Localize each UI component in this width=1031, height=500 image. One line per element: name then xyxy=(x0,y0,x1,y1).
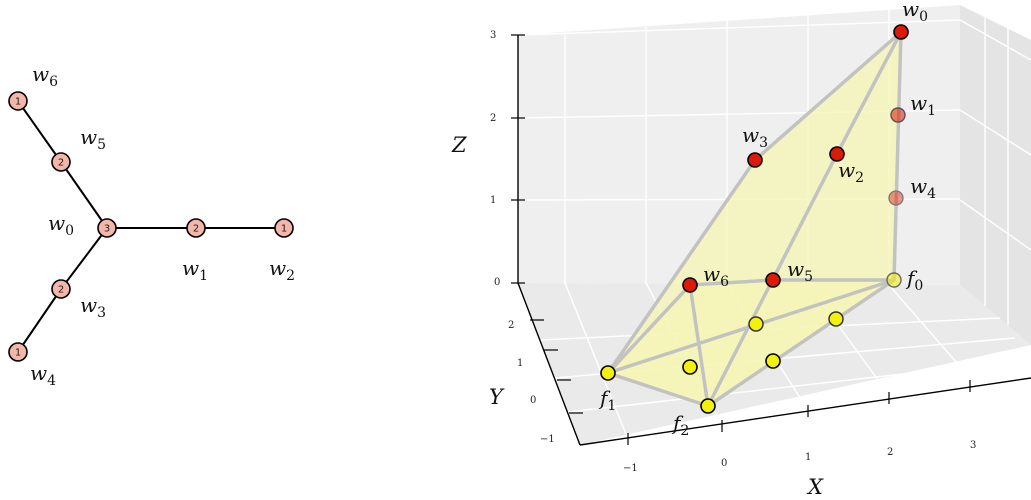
tree-node-w1: 2 xyxy=(186,218,206,238)
point-label-w0: w0 xyxy=(902,0,928,25)
tree-node-w4: 1 xyxy=(8,342,28,362)
y-axis-label: Y xyxy=(489,385,505,409)
point-yellow xyxy=(682,359,698,375)
x-tick-label: 0 xyxy=(721,458,727,469)
point-w1 xyxy=(890,107,906,123)
x-tick-label: 2 xyxy=(887,447,893,458)
z-tick-label: 3 xyxy=(490,30,496,41)
tree-node-degree: 1 xyxy=(281,224,287,235)
x-axis-label: X xyxy=(806,475,824,499)
tree-node-degree: 2 xyxy=(58,158,64,169)
side-pane xyxy=(960,5,1031,345)
z-axis-label: Z xyxy=(451,133,467,157)
point-w0 xyxy=(893,24,909,40)
polytope-edges xyxy=(606,30,903,408)
tree-node-w3: 2 xyxy=(51,279,71,299)
point-f0 xyxy=(886,272,902,288)
tree-node-degree: 2 xyxy=(193,224,199,235)
point-f2 xyxy=(700,398,716,414)
point-w2 xyxy=(829,146,845,162)
tree-node-degree: 2 xyxy=(58,285,64,296)
tree-node-w6: 1 xyxy=(8,91,28,111)
y-tick-label: 2 xyxy=(508,320,514,331)
z-tick-label: 0 xyxy=(494,277,500,288)
x-tick-label: −1 xyxy=(623,463,638,474)
point-f1 xyxy=(600,365,616,381)
y-tick-label: 1 xyxy=(517,358,523,369)
point-label-w3: w3 xyxy=(742,123,768,151)
point-label-w4: w4 xyxy=(910,174,936,202)
z-tick-label: 2 xyxy=(490,113,496,124)
yellow-points xyxy=(600,272,902,414)
point-label-w1: w1 xyxy=(910,91,936,119)
x-tick-label: 3 xyxy=(970,440,976,451)
tree-label-w3: w3 xyxy=(80,293,106,321)
tree-label-w4: w4 xyxy=(30,361,56,389)
polytope-faces xyxy=(608,32,901,406)
tree-graph: 1 2 3 2 1 2 1 w6 w5 w0 w1 w2 xyxy=(8,62,295,389)
tree-node-w2: 1 xyxy=(274,218,294,238)
y-tick-label: 0 xyxy=(530,395,536,406)
tree-edge xyxy=(60,161,108,229)
tree-label-w2: w2 xyxy=(269,256,295,284)
plot-3d: 3 2 1 0 2 1 0 −1 −1 0 1 2 3 Z Y X xyxy=(451,0,1031,499)
point-w5 xyxy=(765,272,781,288)
tree-node-degree: 3 xyxy=(104,224,110,235)
tree-edge xyxy=(60,227,108,290)
z-tick-label: 1 xyxy=(490,195,496,206)
y-tick-label: −1 xyxy=(540,434,555,445)
tree-label-w1: w1 xyxy=(182,256,208,284)
axis-lines xyxy=(517,35,1031,446)
point-yellow xyxy=(765,353,781,369)
point-w6 xyxy=(682,277,698,293)
tree-label-w6: w6 xyxy=(32,62,58,90)
point-w3 xyxy=(747,152,763,168)
point-w4 xyxy=(888,190,904,206)
point-label-w6: w6 xyxy=(703,262,729,290)
tree-node-w0: 3 xyxy=(97,218,117,238)
x-tick-label: 1 xyxy=(805,452,811,463)
point-yellow xyxy=(748,316,764,332)
tree-label-w0: w0 xyxy=(48,211,74,239)
point-yellow xyxy=(828,311,844,327)
tree-node-degree: 1 xyxy=(15,97,21,108)
axis-ticks xyxy=(511,34,971,445)
red-points xyxy=(682,24,909,293)
tree-edge xyxy=(17,288,62,353)
tree-node-degree: 1 xyxy=(15,348,21,359)
point-label-w5: w5 xyxy=(787,257,813,285)
point-label-w2: w2 xyxy=(838,158,864,186)
tree-node-w5: 2 xyxy=(51,152,71,172)
tree-edges xyxy=(17,100,284,353)
tree-edge xyxy=(17,100,62,163)
tree-label-w5: w5 xyxy=(80,125,106,153)
polytope-face xyxy=(608,280,894,406)
